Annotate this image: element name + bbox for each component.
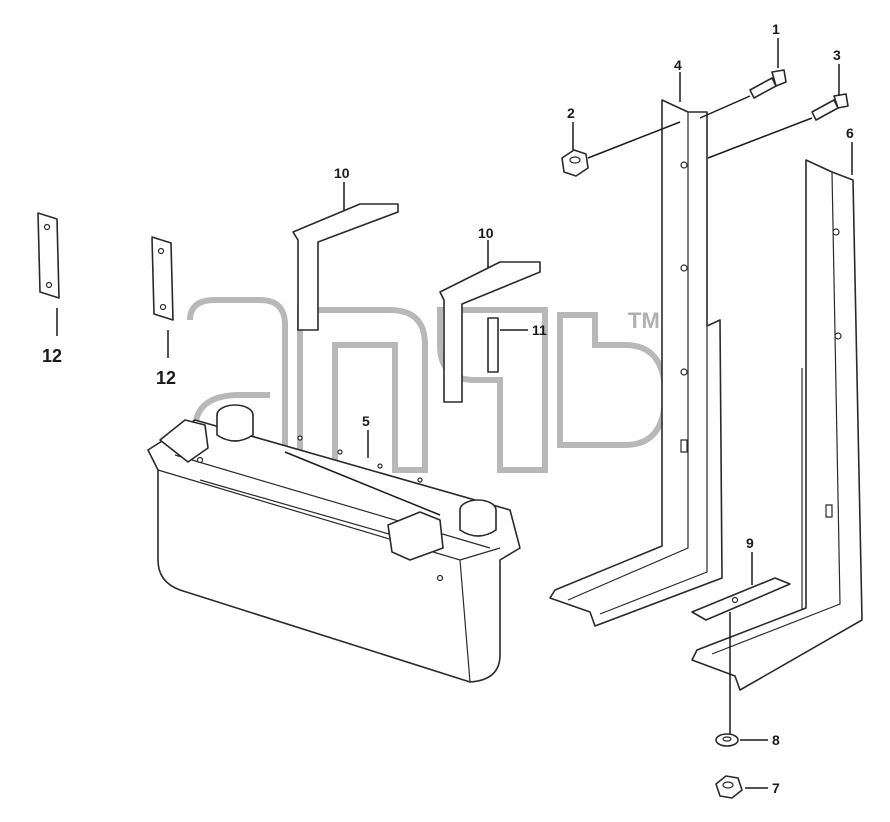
callout-12-left: 12 <box>42 346 62 366</box>
shim-11 <box>487 317 499 373</box>
callout-7: 7 <box>772 780 780 796</box>
washer-8 <box>715 733 739 747</box>
bracket-10-left <box>292 203 399 331</box>
plate-12-left <box>37 212 60 299</box>
bracket-10-right <box>439 261 541 403</box>
callout-8: 8 <box>772 732 780 748</box>
callout-1: 1 <box>772 21 780 37</box>
callout-leaders <box>56 38 853 789</box>
nut-7 <box>715 775 743 799</box>
callout-4: 4 <box>674 57 682 73</box>
callout-3: 3 <box>833 47 841 63</box>
nut-2 <box>561 121 681 177</box>
watermark-trademark: TM <box>628 308 660 333</box>
callout-10-right: 10 <box>478 225 494 241</box>
callout-10-left: 10 <box>334 165 350 181</box>
callout-2: 2 <box>567 105 575 121</box>
plate-9 <box>691 577 791 621</box>
plate-12-right <box>151 236 174 321</box>
bolt-1 <box>699 69 787 119</box>
oil-cooler-5 <box>147 404 521 683</box>
bracket-6 <box>691 159 863 691</box>
callout-9: 9 <box>746 535 754 551</box>
bracket-4 <box>549 99 723 627</box>
callout-6: 6 <box>846 125 854 141</box>
callout-5: 5 <box>362 413 370 429</box>
callout-12-right: 12 <box>156 368 176 388</box>
callout-11: 11 <box>532 322 547 338</box>
bolt-3 <box>707 93 849 159</box>
